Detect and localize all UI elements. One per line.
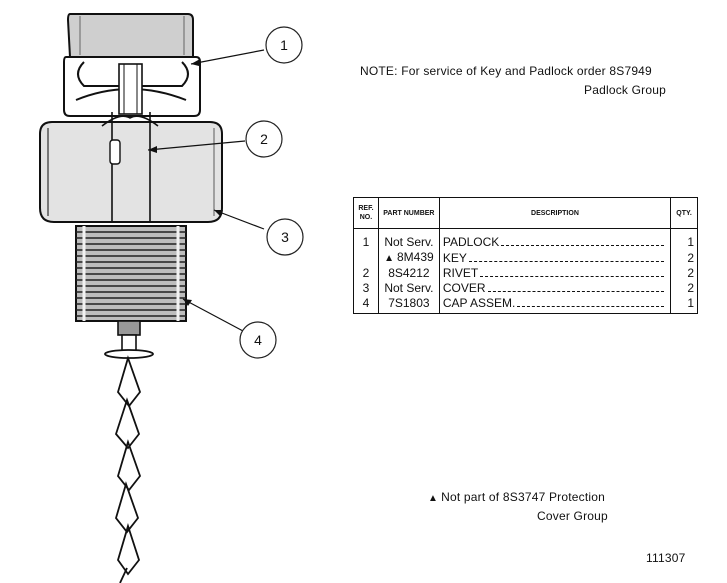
table-row: 4 7S1803 CAP ASSEM. 1: [353, 296, 698, 314]
header-description: DESCRIPTION: [438, 197, 672, 229]
leader-dashes: [480, 276, 665, 277]
leader-dashes: [501, 245, 665, 246]
callout-1-label: 1: [280, 37, 288, 53]
callout-leaders: [147, 49, 265, 332]
footnote-line-1: ▲Not part of 8S3747 Protection: [428, 490, 605, 504]
figure-number: 111307: [646, 551, 686, 565]
callout-3-label: 3: [281, 229, 289, 245]
row-description: PADLOCK: [442, 235, 500, 249]
cover-illustration: [39, 112, 223, 223]
row-part-number: 7S1803: [377, 296, 440, 314]
leader-dashes: [468, 260, 665, 262]
footnote-text-1: Not part of 8S3747 Protection: [441, 490, 606, 504]
row-qty: 2: [670, 266, 698, 281]
row-qty: 1: [670, 228, 698, 250]
callout-4-label: 4: [254, 332, 262, 348]
table-row: 1 Not Serv. PADLOCK 1: [353, 228, 698, 250]
header-qty: QTY.: [670, 197, 698, 229]
threaded-cap-illustration: [75, 225, 187, 359]
row-description: COVER: [442, 281, 486, 295]
service-note-line-1: NOTE: For service of Key and Padlock ord…: [360, 64, 652, 78]
leader-dashes: [487, 291, 665, 292]
callout-3: 3: [266, 218, 304, 256]
row-part-number: Not Serv.: [377, 228, 440, 250]
table-row: 2 8S4212 RIVET 2: [353, 266, 698, 281]
row-part-number: Not Serv.: [377, 281, 440, 296]
callout-4: 4: [239, 321, 277, 359]
footnote-line-2: Cover Group: [537, 509, 608, 523]
parts-table-header-row: REF. NO. PART NUMBER DESCRIPTION QTY.: [353, 197, 698, 229]
row-ref: 2: [353, 266, 379, 281]
row-ref: 1: [353, 228, 379, 250]
row-ref: 4: [353, 296, 379, 314]
row-description: RIVET: [442, 266, 479, 280]
service-note-line-2: Padlock Group: [584, 83, 666, 97]
header-ref-no: REF. NO.: [353, 197, 379, 229]
callout-1: 1: [265, 26, 303, 64]
parts-list-table: REF. NO. PART NUMBER DESCRIPTION QTY. 1 …: [353, 197, 698, 314]
row-part-number: 8S4212: [377, 266, 440, 281]
table-row: 3 Not Serv. COVER 2: [353, 281, 698, 296]
row-qty: 2: [670, 250, 698, 266]
row-part-number: 8M439: [396, 250, 434, 264]
row-description: KEY: [442, 250, 467, 265]
callout-2-label: 2: [260, 131, 268, 147]
row-ref: [353, 250, 379, 266]
leader-dashes: [517, 306, 665, 307]
row-qty: 1: [670, 296, 698, 314]
header-part-number: PART NUMBER: [377, 197, 440, 229]
table-row: ▲8M439 KEY 2: [353, 250, 698, 266]
triangle-marker-icon: ▲: [384, 253, 394, 264]
callout-2: 2: [245, 120, 283, 158]
padlock-illustration: [63, 13, 201, 117]
chain-illustration: [114, 355, 142, 583]
row-qty: 2: [670, 281, 698, 296]
row-description: CAP ASSEM.: [442, 296, 516, 310]
triangle-marker-icon: ▲: [428, 493, 439, 504]
row-ref: 3: [353, 281, 379, 296]
